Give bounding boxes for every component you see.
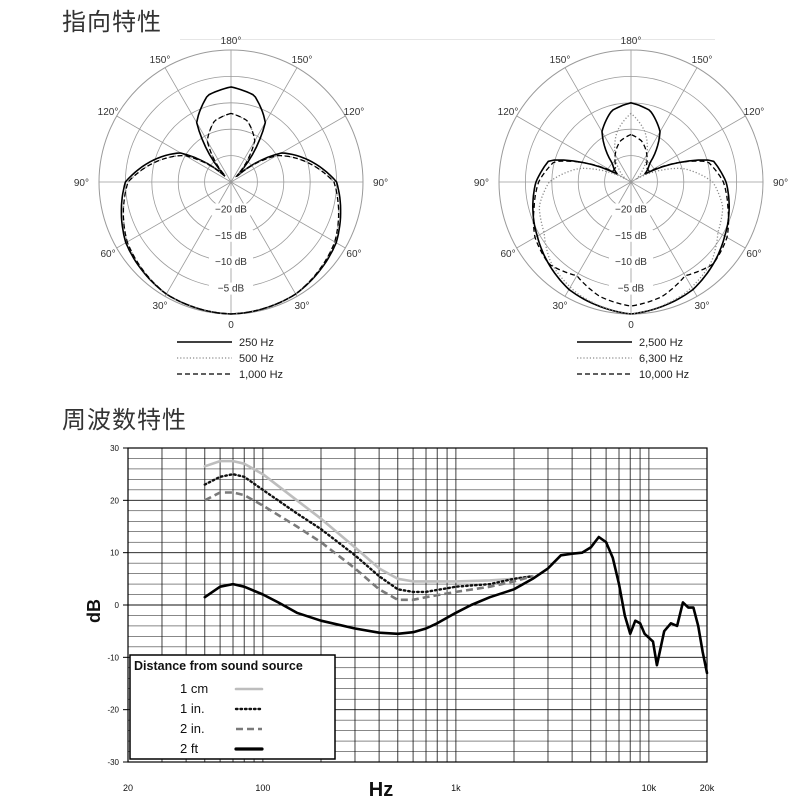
- polar-angle-label: 30°: [552, 301, 567, 312]
- polar-ring-label-bg: [209, 282, 253, 295]
- polar-legend-label: 6,300 Hz: [639, 353, 683, 365]
- freq-legend-label: 1 in.: [180, 701, 205, 716]
- polar-grid: [98, 49, 364, 315]
- polar-ring-label: −15 dB: [215, 231, 247, 242]
- freq-legend-label: 2 in.: [180, 721, 205, 736]
- polar-angle-label: 90°: [474, 178, 489, 189]
- polar-angle-label: 0: [228, 320, 234, 331]
- freq-legend-label: 2 ft: [180, 741, 198, 756]
- polar-angle-label: 120°: [744, 107, 765, 118]
- polar-spoke: [230, 181, 346, 249]
- polar-series-2: [538, 112, 724, 315]
- polar-ring-label: −20 dB: [615, 204, 647, 215]
- y-tick-label: 0: [115, 601, 120, 610]
- y-tick-label: -20: [107, 706, 119, 715]
- polar-angle-label: 150°: [150, 55, 171, 66]
- y-tick-label: -30: [107, 758, 119, 767]
- polar-spoke: [630, 67, 698, 183]
- polar-chart-right: 180° 150° 150° 120° 120° 90° 90° 60° 60° 30° 30° 0 −…: [474, 36, 788, 381]
- y-axis-label: dB: [84, 599, 104, 623]
- polar-angle-label: 150°: [692, 55, 713, 66]
- y-tick-label: -10: [107, 653, 119, 662]
- polar-chart-left: 180° 150° 150° 120° 120° 90° 90° 60° 60° 30° 30° 0 −…: [74, 36, 388, 381]
- polar-legend-label: 250 Hz: [239, 337, 274, 349]
- freq-series-1-cm: [203, 459, 534, 583]
- freq-series-1-in-: [203, 473, 534, 594]
- polar-spoke: [164, 181, 232, 297]
- x-tick-label: 1k: [451, 783, 461, 793]
- x-axis-label: Hz: [369, 779, 393, 800]
- polar-spoke: [564, 181, 632, 297]
- polar-ring-label-bg: [609, 282, 653, 295]
- polar-ring-label: −10 dB: [215, 257, 247, 268]
- frequency-section-title: 周波数特性: [62, 406, 187, 434]
- polar-legend-label: 1,000 Hz: [239, 369, 283, 381]
- polar-spoke: [630, 181, 698, 297]
- x-tick-label: 20: [123, 783, 133, 793]
- polar-angle-label: 60°: [100, 249, 115, 260]
- freq-legend: Distance from sound source 1 cm 1 in. 2 in.…: [129, 654, 336, 760]
- polar-spoke: [230, 115, 346, 183]
- polar-angle-label: 180°: [221, 36, 242, 47]
- polar-section-title: 指向特性: [62, 8, 162, 36]
- freq-legend-label: 1 cm: [180, 681, 208, 696]
- polar-series-2: [122, 112, 340, 315]
- polar-ring-label: −15 dB: [615, 231, 647, 242]
- polar-ring-label-bg: [609, 203, 653, 216]
- polar-angle-label: 120°: [98, 107, 119, 118]
- polar-section-divider: [180, 39, 715, 40]
- polar-angle-label: 90°: [373, 178, 388, 189]
- polar-angle-label: 30°: [152, 301, 167, 312]
- polar-angle-label: 180°: [621, 36, 642, 47]
- polar-series-3: [532, 133, 730, 307]
- polar-angle-label: 150°: [550, 55, 571, 66]
- polar-ring-label: −20 dB: [215, 204, 247, 215]
- polar-angle-label: 0: [628, 320, 634, 331]
- freq-legend-box: [129, 654, 336, 760]
- polar-ring-label-bg: [609, 256, 653, 269]
- polar-angle-label: 120°: [344, 107, 365, 118]
- polar-spoke: [516, 181, 632, 249]
- polar-angle-label: 90°: [74, 178, 89, 189]
- y-tick-label: 30: [110, 444, 119, 453]
- polar-legend-label: 500 Hz: [239, 353, 274, 365]
- polar-angle-label: 60°: [500, 249, 515, 260]
- x-tick-label: 20k: [700, 783, 715, 793]
- polar-angle-label: 60°: [746, 249, 761, 260]
- polar-spoke: [116, 115, 232, 183]
- polar-ring-label-bg: [209, 256, 253, 269]
- polar-series-3: [122, 112, 340, 315]
- polar-angle-label: 60°: [346, 249, 361, 260]
- y-tick-label: 20: [110, 496, 119, 505]
- polar-ring-label: −5 dB: [618, 284, 645, 295]
- polar-ring-label-bg: [609, 229, 653, 242]
- polar-ring-label-bg: [209, 229, 253, 242]
- polar-spoke: [564, 67, 632, 183]
- polar-spoke: [630, 181, 746, 249]
- polar-legend-label: 10,000 Hz: [639, 369, 689, 381]
- polar-angle-label: 30°: [294, 301, 309, 312]
- polar-legend-label: 2,500 Hz: [639, 337, 683, 349]
- x-tick-label: 10k: [642, 783, 657, 793]
- polar-angle-label: 120°: [498, 107, 519, 118]
- freq-legend-title: Distance from sound source: [134, 659, 303, 673]
- polar-angle-label: 150°: [292, 55, 313, 66]
- polar-angle-label: 90°: [773, 178, 788, 189]
- x-tick-label: 100: [255, 783, 270, 793]
- polar-ring-label-bg: [209, 203, 253, 216]
- polar-spoke: [230, 181, 298, 297]
- polar-angle-label: 30°: [694, 301, 709, 312]
- polar-spoke: [116, 181, 232, 249]
- freq-series-2-ft: [203, 535, 709, 675]
- y-tick-label: 10: [110, 549, 119, 558]
- freq-series-2-in-: [204, 491, 534, 602]
- polar-ring-label: −10 dB: [615, 257, 647, 268]
- polar-ring-label: −5 dB: [218, 284, 245, 295]
